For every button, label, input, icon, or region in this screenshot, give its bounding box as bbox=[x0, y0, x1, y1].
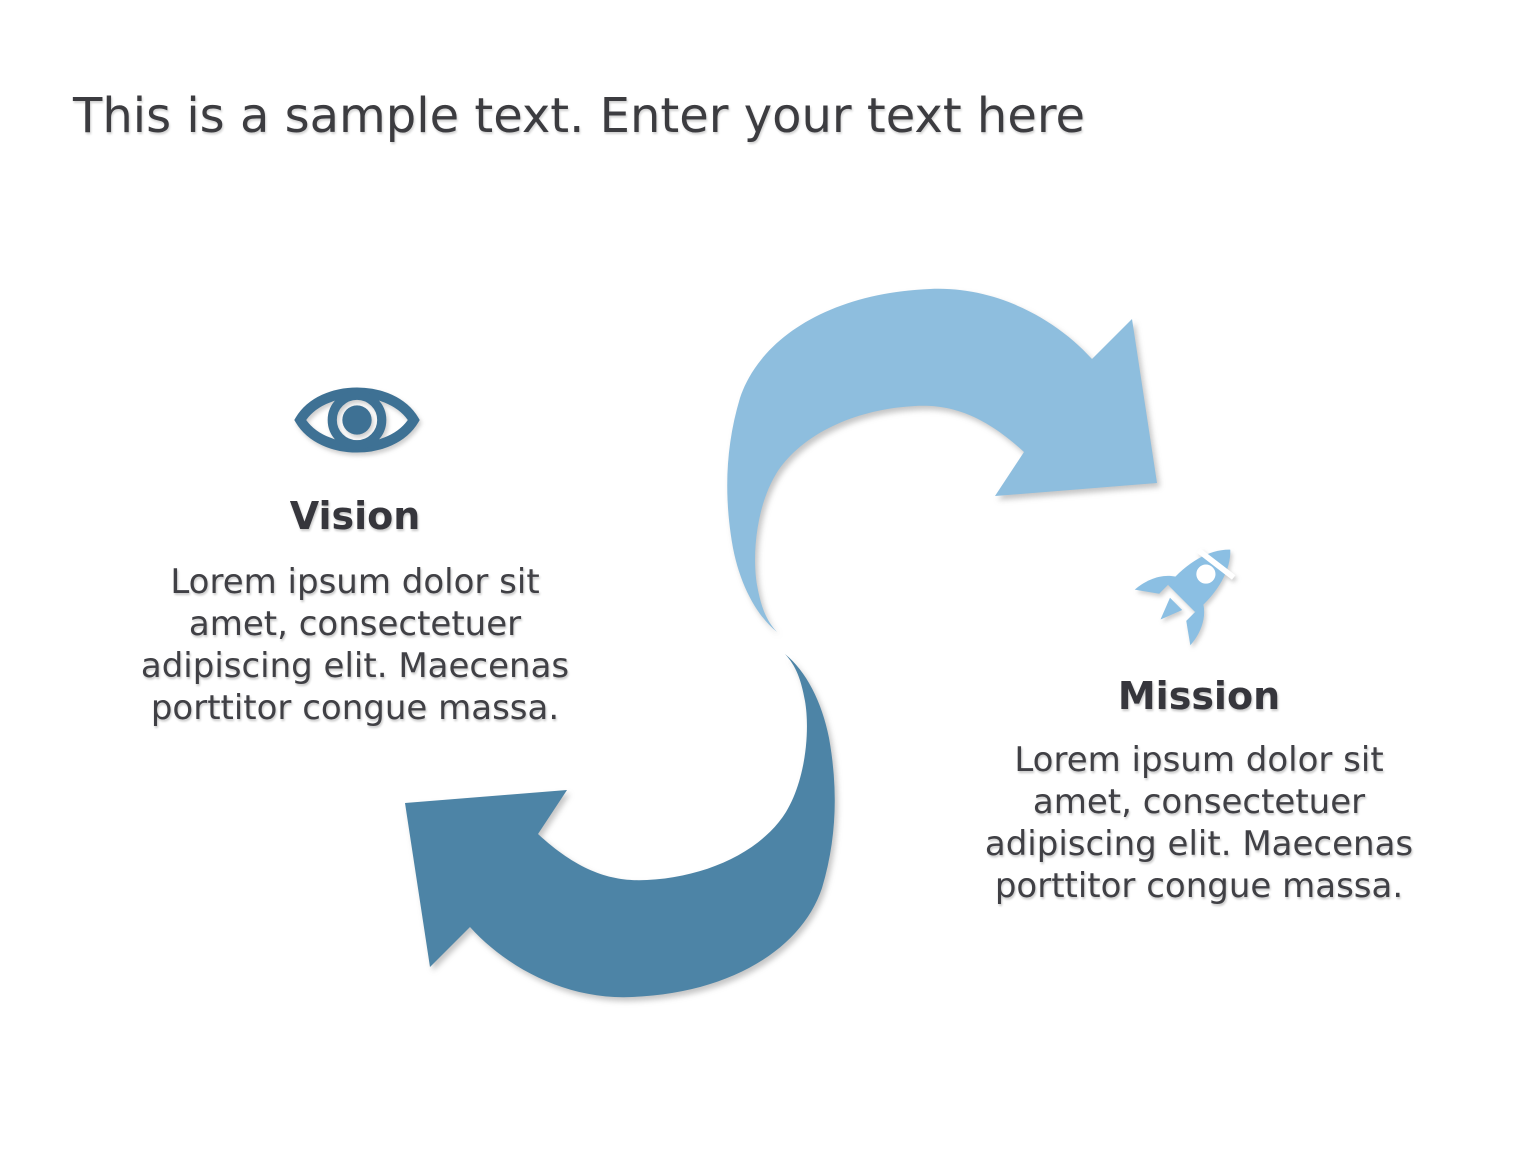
rocket-fin-right bbox=[1186, 603, 1205, 646]
eye-iris bbox=[327, 390, 387, 450]
body-line: adipiscing elit. Maecenas bbox=[984, 824, 1414, 864]
curved-arrow-top-right bbox=[727, 288, 1157, 632]
rocket-flame bbox=[1160, 597, 1183, 620]
rocket-icon bbox=[1134, 548, 1236, 646]
rocket-fin-left bbox=[1134, 575, 1177, 594]
body-line: porttitor congue massa. bbox=[994, 866, 1404, 906]
mission-heading: Mission bbox=[1117, 674, 1281, 718]
body-line: amet, consectetuer bbox=[188, 604, 522, 644]
rocket-window bbox=[1196, 564, 1216, 584]
eye-pupil bbox=[342, 405, 372, 435]
eye-outline bbox=[294, 387, 420, 453]
page-title: This is a sample text. Enter your text h… bbox=[73, 88, 1086, 144]
body-line: porttitor congue massa. bbox=[150, 688, 560, 728]
eye-icon bbox=[294, 387, 420, 453]
body-line: adipiscing elit. Maecenas bbox=[140, 646, 570, 686]
vision-heading: Vision bbox=[289, 494, 421, 538]
vision-body: Lorem ipsum dolor sit amet, consectetuer… bbox=[125, 561, 585, 729]
body-line: Lorem ipsum dolor sit bbox=[170, 562, 540, 602]
body-line: amet, consectetuer bbox=[1032, 782, 1366, 822]
rocket-nose-slash bbox=[1196, 548, 1236, 580]
body-line: Lorem ipsum dolor sit bbox=[1014, 740, 1384, 780]
mission-body: Lorem ipsum dolor sit amet, consectetuer… bbox=[969, 739, 1429, 907]
